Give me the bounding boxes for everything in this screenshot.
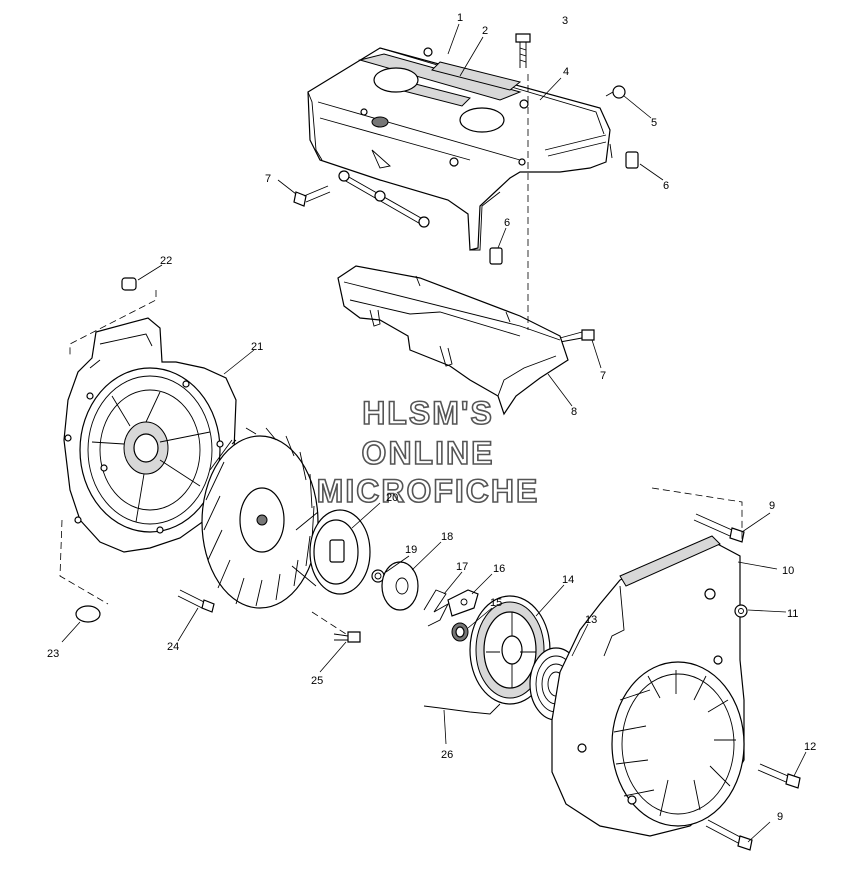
callout-13: 13	[585, 614, 597, 626]
callout-7-left: 7	[265, 173, 271, 185]
flywheel-fan	[201, 427, 319, 609]
callout-9-lower: 9	[777, 811, 783, 823]
callout-6-right: 6	[663, 180, 669, 192]
bolt-12	[757, 763, 801, 789]
bolt-9-lower	[705, 819, 753, 851]
bushing-15	[451, 622, 469, 642]
flywheel-hub	[291, 509, 371, 595]
callout-19: 19	[405, 544, 417, 556]
callout-24: 24	[167, 641, 179, 653]
callout-14: 14	[562, 574, 574, 586]
screw-7-left	[293, 185, 331, 207]
grommet-6-lower	[489, 247, 503, 265]
plug-23	[75, 605, 101, 623]
callout-leaders	[61, 23, 807, 843]
callout-20: 20	[386, 492, 398, 504]
callout-12: 12	[804, 741, 816, 753]
pulley-14	[469, 595, 551, 705]
callout-8: 8	[571, 406, 577, 418]
lower-shroud	[337, 265, 569, 416]
callout-6-lower: 6	[504, 217, 510, 229]
callout-15: 15	[490, 597, 502, 609]
callout-10: 10	[782, 565, 794, 577]
screw-3	[515, 33, 531, 68]
watermark-line-3: MICROFICHE	[317, 473, 540, 509]
nut-11	[734, 604, 748, 618]
bolt-9-upper	[693, 513, 745, 543]
callout-22: 22	[160, 255, 172, 267]
starter-rope-26	[423, 703, 501, 715]
pin-22	[121, 277, 137, 291]
friction-plate-18	[381, 561, 419, 611]
blower-housing	[63, 317, 237, 553]
callout-3: 3	[562, 15, 568, 27]
screw-5	[605, 85, 626, 99]
callout-9-upper: 9	[769, 500, 775, 512]
watermark-line-1: HLSM'S	[362, 395, 494, 431]
callout-7-right: 7	[600, 370, 606, 382]
callout-21: 21	[251, 341, 263, 353]
callout-25: 25	[311, 675, 323, 687]
callout-labels: 1 2 3 4 5 6 6 7 7 8 9 9 10 11 12 13 14 1…	[47, 12, 816, 823]
screw-7-right	[559, 329, 595, 343]
callout-26: 26	[441, 749, 453, 761]
screw-24	[177, 589, 215, 613]
grommet-6-right	[625, 151, 639, 169]
upper-shroud	[307, 47, 613, 251]
assembly-lines	[59, 74, 743, 635]
screw-25	[333, 631, 361, 643]
callout-4: 4	[563, 66, 569, 78]
starter-housing	[551, 535, 745, 837]
pawl-16	[447, 589, 479, 617]
callout-5: 5	[651, 117, 657, 129]
watermark-line-2: ONLINE	[362, 435, 495, 471]
callout-1: 1	[457, 12, 463, 24]
shroud-mounting-bracket	[338, 170, 430, 228]
spring-17	[423, 589, 450, 627]
callout-16: 16	[493, 563, 505, 575]
callout-2: 2	[482, 25, 488, 37]
callout-23: 23	[47, 648, 59, 660]
callout-18: 18	[441, 531, 453, 543]
callout-17: 17	[456, 561, 468, 573]
callout-11: 11	[787, 608, 798, 620]
watermark: HLSM'S ONLINE MICROFICHE	[316, 394, 540, 510]
